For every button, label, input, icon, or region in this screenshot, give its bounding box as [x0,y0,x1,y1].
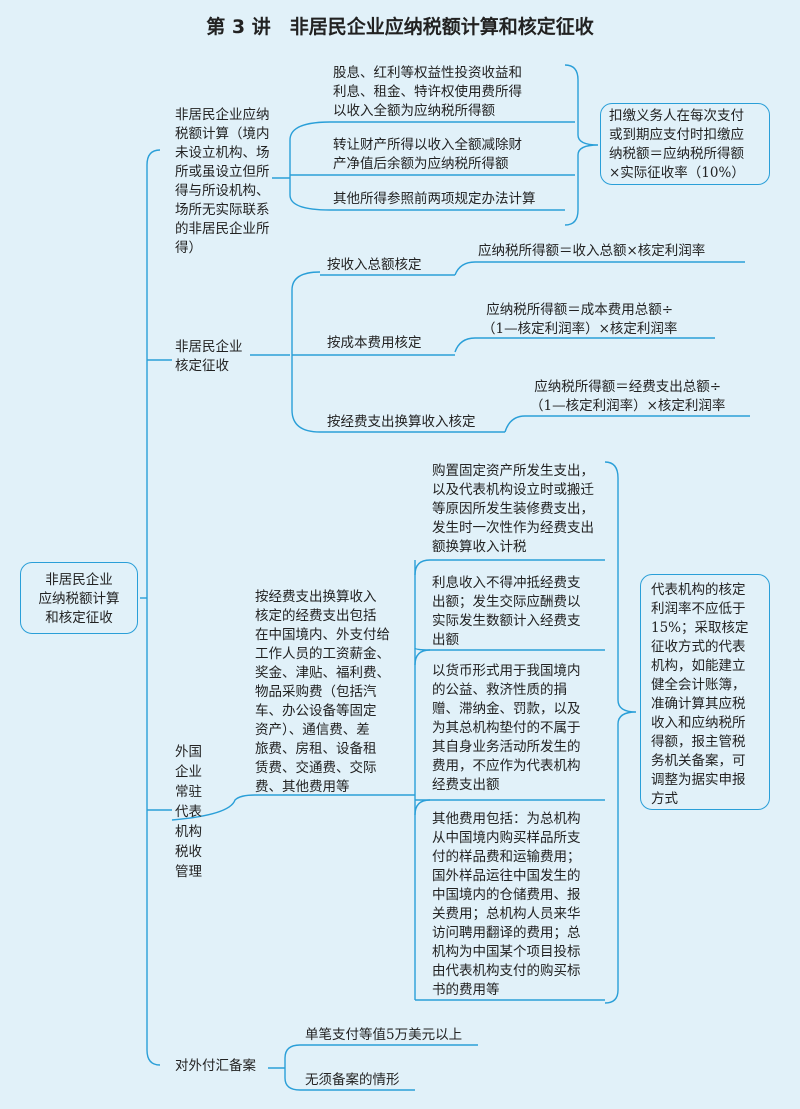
branch1-item: 其他所得参照前两项规定办法计算 [333,191,536,207]
root-node: 非居民企业 应纳税额计算 和核定征收 [20,562,138,634]
branch4-label: 对外付汇备案 [175,1058,256,1074]
branch3-item: 购置固定资产所发生支出， 以及代表机构设立时或搬迁 等原因所发生装修费支出， 发… [432,463,594,555]
page-title: 第 3 讲 非居民企业应纳税额计算和核定征收 [206,16,594,38]
branch2-formula: 应纳税所得额＝收入总额×核定利润率 [478,243,706,259]
branch3-item: 其他费用包括：为总机构 从中国境内购买样品所支 付的样品费和运输费用； 国外样品… [432,811,581,998]
branch3-item: 利息收入不得冲抵经费支 出额；发生交际应酬费以 实际发生数额计入经费支 出额 [432,575,581,648]
branch2-formula: 应纳税所得额＝经费支出总额÷ （1—核定利润率）×核定利润率 [530,379,726,414]
branch2-item-label: 按经费支出换算收入核定 [327,414,476,430]
branch3-desc: 按经费支出换算收入 核定的经费支出包括 在中国境内、外支付给 工作人员的工资薪金… [255,589,390,795]
branch2-item-label: 按收入总额核定 [327,257,422,273]
branch1-item: 转让财产所得以收入全额减除财 产净值后余额为应纳税所得额 [333,137,522,172]
trunk-branches [147,359,172,811]
brace-2 [604,461,637,1004]
branch3-note: 代表机构的核定 利润率不应低于 15%；采取核定 征收方式的代表 机构，如能建立… [640,574,770,810]
branch2-label: 非居民企业 核定征收 [175,339,243,374]
branch4-item: 无须备案的情形 [305,1072,400,1088]
branch1-item: 股息、红利等权益性投资收益和 利息、租金、特许权使用费所得 以收入全额为应纳税所… [333,65,522,119]
branch1-label: 非居民企业应纳 税额计算（境内 未设立机构、场 所或虽设立但所 得与所设机构、 … [175,107,270,256]
branch3-item: 以货币形式用于我国境内 的公益、救济性质的捐 赠、滞纳金、罚款，以及 为其总机构… [432,663,581,793]
branch3-label: 外国 企业 常驻 代表 机构 税收 管理 [175,744,202,880]
branch2-item-label: 按成本费用核定 [327,335,422,351]
branch1-note: 扣缴义务人在每次支付 或到期应支付时扣缴应 纳税额＝应纳税所得额 ×实际征收率（… [600,103,770,185]
branch4-item: 单笔支付等值5万美元以上 [305,1027,463,1043]
brace-1 [564,64,599,226]
branch2-formula: 应纳税所得额＝成本费用总额÷ （1—核定利润率）×核定利润率 [482,302,678,337]
main-trunk [146,149,161,1066]
